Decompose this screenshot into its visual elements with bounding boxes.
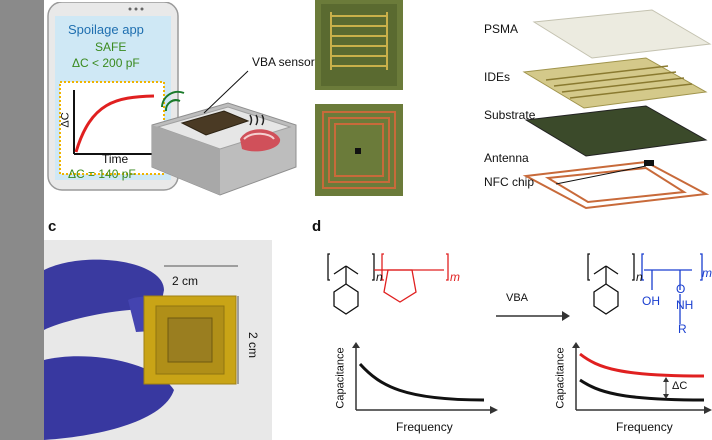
layer-label-ides: IDEs	[484, 70, 511, 84]
phone-svg	[47, 1, 179, 191]
phone-app-title: Spoilage app	[68, 22, 144, 37]
panel-letter-c: c	[48, 218, 57, 235]
plot-right-curve-black	[579, 378, 705, 402]
phone-y-axis: ΔC	[59, 112, 72, 128]
psma-subscript-n: n	[376, 270, 383, 284]
phone-reading: ΔC = 140 pF	[68, 167, 136, 181]
plot-left-xlabel: Frequency	[396, 420, 453, 434]
phone-status: SAFE	[95, 40, 127, 54]
figure-page: Spoilage app SAFE ΔC < 200 pF ΔC Time ΔC…	[44, 0, 712, 440]
antenna-pattern	[322, 111, 396, 189]
plot-right-xlabel: Frequency	[616, 420, 673, 434]
ide-micrograph	[315, 0, 403, 90]
plot-right: Capacitance Frequency ΔC	[554, 340, 712, 440]
photo-svg	[44, 259, 239, 440]
plot-right-delta-label: ΔC	[672, 380, 688, 392]
plot-left-svg	[352, 342, 498, 414]
layer-label-nfc-chip: NFC chip	[484, 175, 535, 189]
plot-right-ylabel: Capacitance	[554, 347, 567, 409]
plot-right-svg	[572, 342, 712, 414]
layers-svg	[522, 9, 712, 210]
layer-label-antenna: Antenna	[484, 151, 529, 165]
modified-subscript-n: n	[636, 270, 643, 284]
modified-subscript-m: m	[702, 266, 712, 280]
psma-svg	[327, 253, 449, 315]
plot-left-curve	[358, 362, 485, 402]
tray-illustration: VBA sensor	[144, 55, 315, 205]
plot-left-ylabel: Capacitance	[334, 347, 347, 409]
panel-letter-d: d	[312, 218, 322, 235]
modified-svg	[587, 253, 703, 324]
modified-group-o: O	[676, 282, 686, 296]
photo-width-label: 2 cm	[172, 274, 199, 288]
phone-threshold: ΔC < 200 pF	[72, 56, 140, 70]
arrow-svg	[496, 311, 570, 321]
modified-structure: n m OH O NH R	[584, 244, 712, 340]
layer-label-substrate: Substrate	[484, 108, 536, 122]
tray-svg	[151, 70, 297, 196]
modified-group-r: R	[678, 322, 687, 336]
antenna-micrograph	[315, 104, 403, 196]
psma-subscript-m: m	[450, 270, 460, 284]
photo-height-label: 2 cm	[246, 331, 261, 359]
reaction-arrow	[494, 308, 570, 324]
psma-structure: n m	[324, 244, 464, 340]
modified-group-nh: NH	[676, 298, 694, 312]
layer-label-psma: PSMA	[484, 22, 519, 36]
ide-pattern	[321, 4, 397, 86]
vba-sensor-label: VBA sensor	[252, 55, 315, 69]
plot-right-curve-red	[579, 352, 705, 378]
reaction-arrow-label: VBA	[506, 292, 529, 304]
exploded-layers: PSMA IDEs Substrate Antenna NFC chip	[414, 0, 712, 210]
modified-group-oh: OH	[642, 294, 660, 308]
plot-left: Capacitance Frequency	[334, 340, 504, 440]
sensor-photo: 2 cm 2 cm	[44, 240, 272, 440]
phone-illustration: Spoilage app SAFE ΔC < 200 pF ΔC Time ΔC…	[46, 1, 182, 192]
phone-x-axis: Time	[102, 152, 129, 166]
